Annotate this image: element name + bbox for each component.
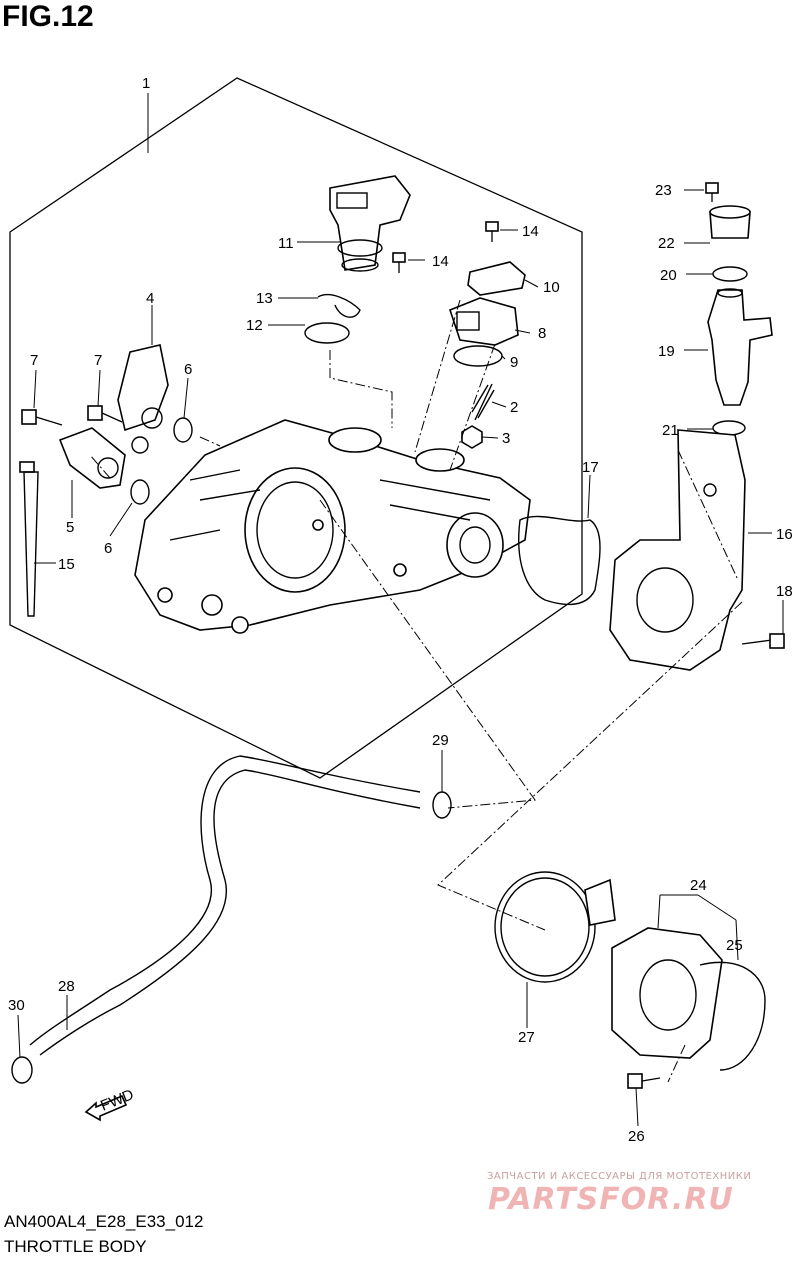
callout-14a: 14 <box>522 223 539 240</box>
callout-23: 23 <box>655 182 672 199</box>
o-ring-part-12 <box>304 322 350 344</box>
bracket-part-10 <box>467 261 526 296</box>
callout-14b: 14 <box>432 253 449 270</box>
bolt-part-23 <box>705 182 719 202</box>
o-ring-part-6b <box>130 479 150 505</box>
callout-11: 11 <box>278 235 294 252</box>
clamp-part-30 <box>11 1056 33 1084</box>
callout-4: 4 <box>146 290 154 307</box>
callout-labels: 1 2 3 4 5 6 6 7 7 8 9 10 11 13 12 14 14 … <box>8 75 793 1145</box>
callout-30: 30 <box>8 997 25 1014</box>
gasket-part-17 <box>518 515 601 606</box>
cable-tie-part-15 <box>19 461 39 617</box>
clip-part-13 <box>317 293 361 318</box>
callout-25: 25 <box>726 937 743 954</box>
o-ring-part-20 <box>712 266 748 282</box>
sensor-part-4 <box>117 344 169 454</box>
nut-part-3 <box>461 425 483 449</box>
fwd-arrow-icon: FWD <box>84 1086 136 1122</box>
callout-27: 27 <box>518 1029 535 1046</box>
assembly-outline <box>9 77 583 779</box>
gasket-part-25 <box>699 961 766 1071</box>
callout-8: 8 <box>538 325 546 342</box>
model-code: AN400AL4_E28_E33_012 <box>4 1212 204 1231</box>
callout-6a: 6 <box>184 361 192 378</box>
throttle-body-part <box>134 419 531 634</box>
callout-9: 9 <box>510 354 518 371</box>
hose-part-28 <box>29 755 421 1056</box>
screw-part-14a <box>485 221 499 242</box>
callout-10: 10 <box>543 279 560 296</box>
holder-part-16 <box>609 429 746 671</box>
callout-21: 21 <box>662 422 679 439</box>
callout-24: 24 <box>690 877 707 894</box>
callout-12-13-a: 13 <box>256 290 273 307</box>
watermark-brand: PARTSFOR.RU <box>488 1182 734 1217</box>
fwd-label: FWD <box>98 1086 136 1115</box>
callout-17: 17 <box>582 459 599 476</box>
callout-12-13-b: 12 <box>246 317 263 334</box>
cap-part-22 <box>709 205 751 239</box>
clamp-part-29 <box>432 791 452 819</box>
bolt-part-26 <box>627 1073 661 1089</box>
callout-28: 28 <box>58 978 75 995</box>
section-title: THROTTLE BODY <box>4 1237 147 1256</box>
callout-20: 20 <box>660 267 677 284</box>
figure-label: FIG.12 <box>2 0 94 33</box>
callout-29: 29 <box>432 732 449 749</box>
callout-2: 2 <box>510 399 518 416</box>
callout-6b: 6 <box>104 540 112 557</box>
injector-part-19 <box>707 288 773 406</box>
callout-22: 22 <box>658 235 675 252</box>
o-ring-part-9 <box>453 345 503 367</box>
screw-part-14b <box>392 252 406 273</box>
callout-26: 26 <box>628 1128 645 1145</box>
callout-15: 15 <box>58 556 75 573</box>
bolt-part-7a <box>21 409 63 426</box>
duct-part-24 <box>611 927 723 1059</box>
bolt-part-18 <box>741 633 785 649</box>
sensor-part-8 <box>449 297 519 346</box>
callout-7a: 7 <box>30 352 38 369</box>
callout-18: 18 <box>776 583 793 600</box>
bolt-part-7b <box>87 405 123 423</box>
callout-3: 3 <box>502 430 510 447</box>
callout-19: 19 <box>658 343 675 360</box>
o-ring-part-6a <box>173 417 193 443</box>
callout-16: 16 <box>776 526 793 543</box>
clamp-part-27 <box>494 871 616 983</box>
sensor-part-11 <box>329 175 411 272</box>
callout-7b: 7 <box>94 352 102 369</box>
leader-lines <box>17 93 784 1127</box>
watermark-tagline: ЗАПЧАСТИ И АКСЕССУАРЫ ДЛЯ МОТОТЕХНИКИ <box>487 1171 752 1182</box>
callout-5: 5 <box>66 519 74 536</box>
connection-lines <box>89 299 743 1083</box>
spring-part-2 <box>471 383 495 421</box>
callout-1: 1 <box>142 75 150 92</box>
